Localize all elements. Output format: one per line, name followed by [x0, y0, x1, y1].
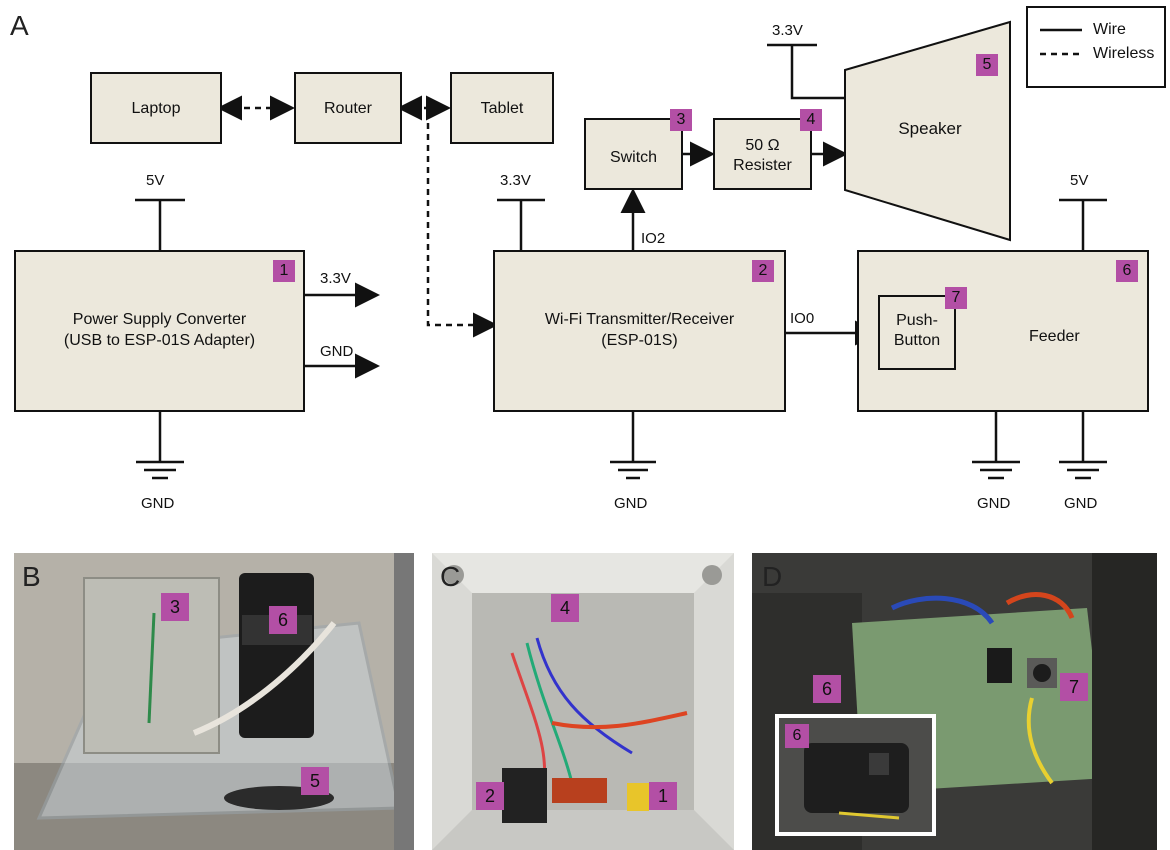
- feeder-inset-photo: 6: [775, 714, 936, 836]
- feeder-supply-label: 5V: [1070, 172, 1088, 191]
- speaker-supply-label: 3.3V: [772, 22, 803, 41]
- wifi-module-node: Wi-Fi Transmitter/Receiver (ESP-01S): [493, 250, 786, 412]
- badge-3: 3: [670, 109, 692, 131]
- push-button-label: Push-: [880, 311, 954, 331]
- switch-node: Switch: [584, 118, 683, 190]
- wifi-module-label: Wi-Fi Transmitter/Receiver: [495, 310, 784, 330]
- resister-label: Resister: [715, 156, 810, 176]
- badge-1: 1: [273, 260, 295, 282]
- resister-value-label: 50 Ω: [715, 136, 810, 156]
- switch-label: Switch: [586, 148, 681, 168]
- photo-b-badge-5: 5: [301, 767, 329, 795]
- legend-wire-label: Wire: [1093, 20, 1126, 40]
- block-diagram: A Wire Wireless Laptop Router Tablet Swi…: [0, 0, 1170, 540]
- wifi-supply-label: 3.3V: [500, 172, 531, 191]
- laptop-node: Laptop: [90, 72, 222, 144]
- power-converter-sublabel: (USB to ESP-01S Adapter): [16, 331, 303, 351]
- legend-wireless-label: Wireless: [1093, 44, 1154, 64]
- photo-b-badge-3: 3: [161, 593, 189, 621]
- photo-d-badge-6: 6: [813, 675, 841, 703]
- inset-badge-6: 6: [785, 724, 809, 748]
- feeder-gnd-label: GND: [1064, 495, 1097, 514]
- badge-6: 6: [1116, 260, 1138, 282]
- photo-panel-b: B 3 6 5: [14, 553, 414, 850]
- photo-b-badge-6: 6: [269, 606, 297, 634]
- power-out-gnd-label: GND: [320, 343, 353, 362]
- tablet-node: Tablet: [450, 72, 554, 144]
- push-button-sublabel: Button: [880, 331, 954, 351]
- laptop-label: Laptop: [92, 99, 220, 119]
- feeder-label: Feeder: [1029, 327, 1080, 347]
- router-node: Router: [294, 72, 402, 144]
- io2-label: IO2: [641, 230, 665, 249]
- router-label: Router: [296, 99, 400, 119]
- badge-4: 4: [800, 109, 822, 131]
- photo-c-badge-2: 2: [476, 782, 504, 810]
- photo-panel-d: D 7 6 6: [752, 553, 1157, 850]
- tablet-label: Tablet: [452, 99, 552, 119]
- power-converter-label: Power Supply Converter: [16, 310, 303, 330]
- wifi-gnd-label: GND: [614, 495, 647, 514]
- speaker-label: Speaker: [880, 118, 980, 139]
- power-converter-node: Power Supply Converter (USB to ESP-01S A…: [14, 250, 305, 412]
- resister-node: 50 Ω Resister: [713, 118, 812, 190]
- badge-7: 7: [945, 287, 967, 309]
- panel-label-c: C: [440, 561, 460, 593]
- io0-label: IO0: [790, 310, 814, 329]
- pushbutton-gnd-label: GND: [977, 495, 1010, 514]
- photo-d-badge-7: 7: [1060, 673, 1088, 701]
- power-supply-5v-label: 5V: [146, 172, 164, 191]
- panel-label-b: B: [22, 561, 41, 593]
- badge-5: 5: [976, 54, 998, 76]
- wifi-module-sublabel: (ESP-01S): [495, 331, 784, 351]
- photo-b-drawing: [14, 553, 414, 850]
- photo-panel-c: C 4 2 1: [432, 553, 734, 850]
- panel-label-d: D: [762, 561, 782, 593]
- panel-label-a: A: [10, 10, 29, 42]
- photo-c-badge-1: 1: [649, 782, 677, 810]
- power-out-33v-label: 3.3V: [320, 270, 351, 289]
- power-gnd-label: GND: [141, 495, 174, 514]
- badge-2: 2: [752, 260, 774, 282]
- photo-c-badge-4: 4: [551, 594, 579, 622]
